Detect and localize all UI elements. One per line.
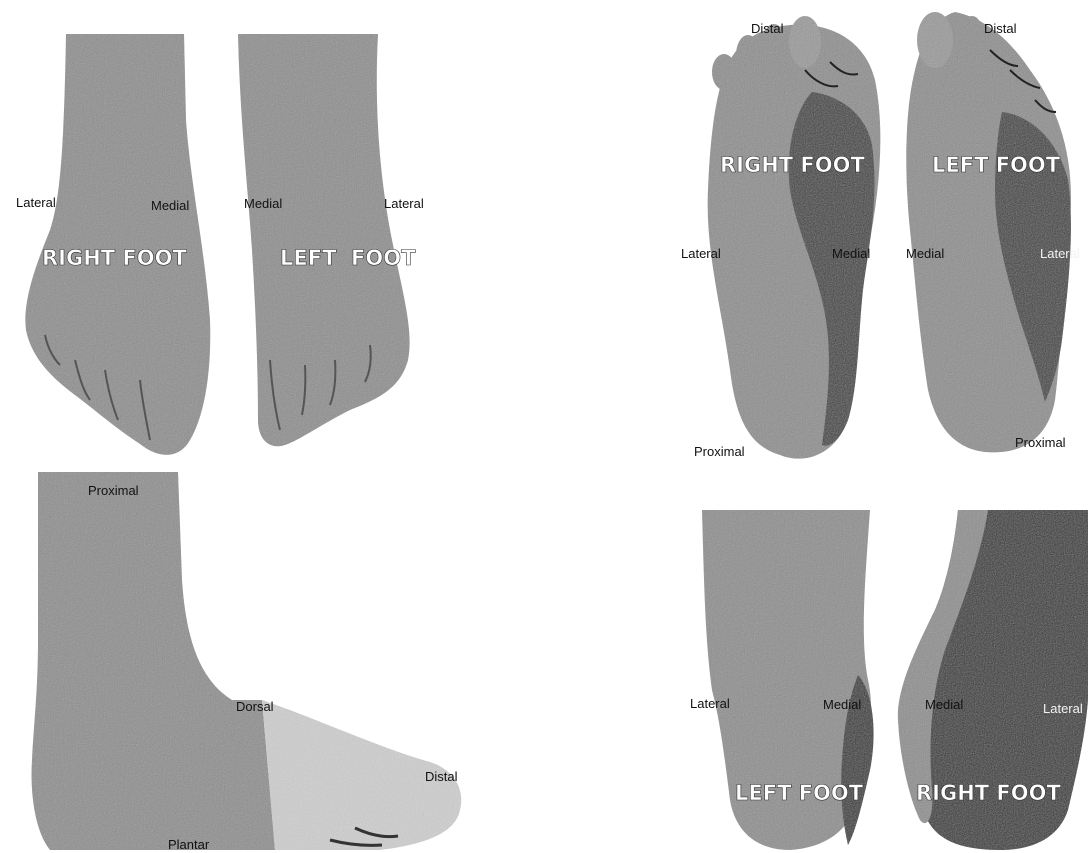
dorsal-view-panel: Lateral Medial Medial Lateral RIGHT FOOT… [16, 34, 424, 455]
label-lateral-right-plantar: Lateral [681, 246, 721, 261]
title-left-foot-heel: LEFT FOOT [735, 781, 864, 805]
label-proximal-side: Proximal [88, 483, 139, 498]
heel-view-panel: Lateral Medial Medial Lateral LEFT FOOT … [690, 510, 1088, 850]
title-left-foot-plantar: LEFT FOOT [932, 153, 1061, 177]
label-medial-right-heel: Medial [925, 697, 963, 712]
label-proximal-right-plantar: Proximal [694, 444, 745, 459]
title-right-foot-heel: RIGHT FOOT [916, 781, 1061, 805]
label-dorsal-side: Dorsal [236, 699, 274, 714]
label-medial-left-plantar: Medial [906, 246, 944, 261]
title-left-foot-dorsal: LEFT FOOT [280, 246, 416, 270]
label-lateral-left-dorsal: Lateral [384, 196, 424, 211]
label-medial-right-dorsal: Medial [151, 198, 189, 213]
plantar-view-panel: Distal Distal RIGHT FOOT LEFT FOOT Later… [681, 12, 1080, 459]
title-right-foot-dorsal: RIGHT FOOT [42, 246, 187, 270]
label-lateral-right-dorsal: Lateral [16, 195, 56, 210]
left-foot-dorsal-shape [238, 34, 410, 446]
label-lateral-left-plantar: Lateral [1040, 246, 1080, 261]
label-medial-left-dorsal: Medial [244, 196, 282, 211]
label-distal-left-plantar: Distal [984, 21, 1017, 36]
label-lateral-right-heel: Lateral [1043, 701, 1083, 716]
side-view-panel: Proximal Dorsal Distal Plantar [32, 472, 462, 852]
label-medial-left-heel: Medial [823, 697, 861, 712]
label-distal-right-plantar: Distal [751, 21, 784, 36]
right-foot-dorsal-shape [25, 34, 210, 455]
label-lateral-left-heel: Lateral [690, 696, 730, 711]
foot-side-shape [32, 472, 275, 850]
label-plantar-side: Plantar [168, 837, 210, 852]
label-proximal-left-plantar: Proximal [1015, 435, 1066, 450]
title-right-foot-plantar: RIGHT FOOT [720, 153, 865, 177]
label-medial-right-plantar: Medial [832, 246, 870, 261]
label-distal-side: Distal [425, 769, 458, 784]
